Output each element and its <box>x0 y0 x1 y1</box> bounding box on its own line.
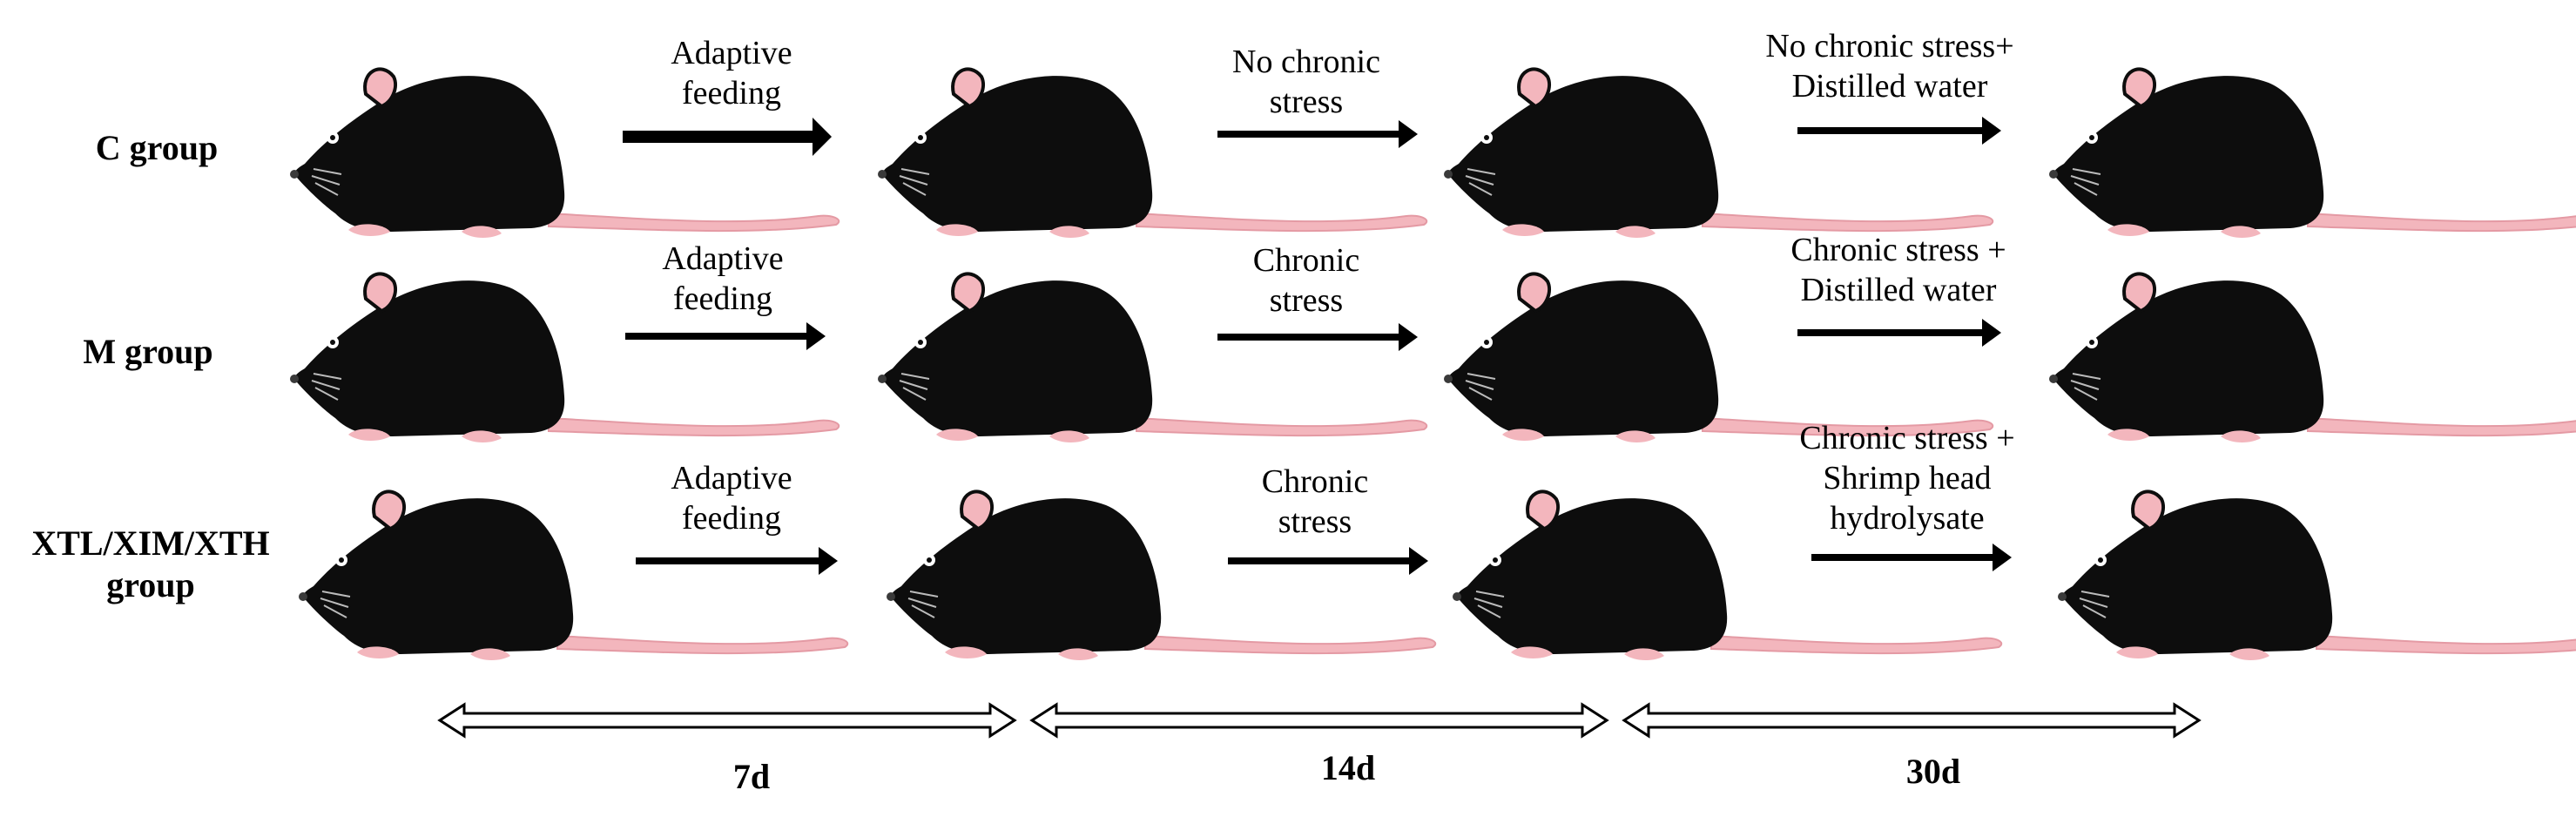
right-arrow-icon <box>1797 319 2001 347</box>
step-line: stress <box>1278 503 1352 540</box>
step-line: Chronic stress + <box>1790 232 2006 268</box>
step-label-x-2: Chronic stress <box>1176 462 1454 542</box>
step-line: Chronic stress + <box>1799 420 2015 456</box>
double-arrow-icon <box>437 702 1017 739</box>
step-line: Distilled water <box>1800 272 1997 308</box>
step-label-c-3: No chronic stress+ Distilled water <box>1707 26 2073 106</box>
group-label-xtl-line2: group <box>106 565 195 604</box>
right-arrow-icon <box>625 322 826 350</box>
right-arrow-icon <box>1811 544 2012 571</box>
step-label-m-3: Chronic stress + Distilled water <box>1724 230 2073 310</box>
double-arrow-icon <box>1622 702 2202 739</box>
group-label-c: C group <box>95 128 219 167</box>
step-line: Adaptive <box>671 35 792 71</box>
right-arrow-icon <box>1217 120 1418 148</box>
step-label-x-3: Chronic stress + Shrimp head hydrolysate <box>1733 418 2081 538</box>
right-arrow-icon <box>636 547 838 575</box>
mouse-icon <box>2047 67 2576 240</box>
group-label-m: M group <box>83 332 213 371</box>
step-line: feeding <box>682 75 781 111</box>
mouse-icon <box>2056 490 2576 662</box>
mouse-icon <box>2047 272 2576 444</box>
step-line: No chronic stress+ <box>1765 28 2014 64</box>
step-line: Chronic <box>1252 242 1360 279</box>
double-arrow-icon <box>1029 702 1609 739</box>
right-arrow-icon <box>623 118 832 156</box>
step-label-c-2: No chronic stress <box>1167 42 1446 122</box>
right-arrow-icon <box>1797 117 2001 145</box>
duration-label-7d: 7d <box>732 757 771 796</box>
right-arrow-icon <box>1217 323 1418 351</box>
group-label-xtl-line1: XTL/XIM/XTH <box>31 523 270 563</box>
step-label-m-1: Adaptive feeding <box>583 239 862 319</box>
mice-layer <box>288 67 2576 662</box>
step-line: feeding <box>682 500 781 537</box>
right-arrow-icon <box>1228 547 1428 575</box>
step-line: Adaptive <box>662 240 784 277</box>
step-line: No chronic <box>1232 44 1380 80</box>
step-line: stress <box>1269 282 1344 319</box>
step-line: Shrimp head <box>1823 460 1992 496</box>
step-line: stress <box>1269 84 1344 120</box>
timeline-layer <box>437 702 2202 739</box>
step-label-x-1: Adaptive feeding <box>592 458 871 538</box>
duration-label-14d: 14d <box>1320 748 1376 787</box>
step-label-c-1: Adaptive feeding <box>592 33 871 113</box>
duration-label-30d: 30d <box>1905 752 1961 791</box>
step-line: hydrolysate <box>1830 500 1985 537</box>
step-line: Distilled water <box>1791 68 1988 105</box>
step-label-m-2: Chronic stress <box>1167 240 1446 321</box>
step-line: feeding <box>673 280 772 317</box>
step-line: Adaptive <box>671 460 792 496</box>
group-label-xtl-xim-xth: XTL/XIM/XTH group <box>16 523 286 606</box>
arrows-layer <box>623 117 2012 575</box>
step-line: Chronic <box>1261 463 1369 500</box>
